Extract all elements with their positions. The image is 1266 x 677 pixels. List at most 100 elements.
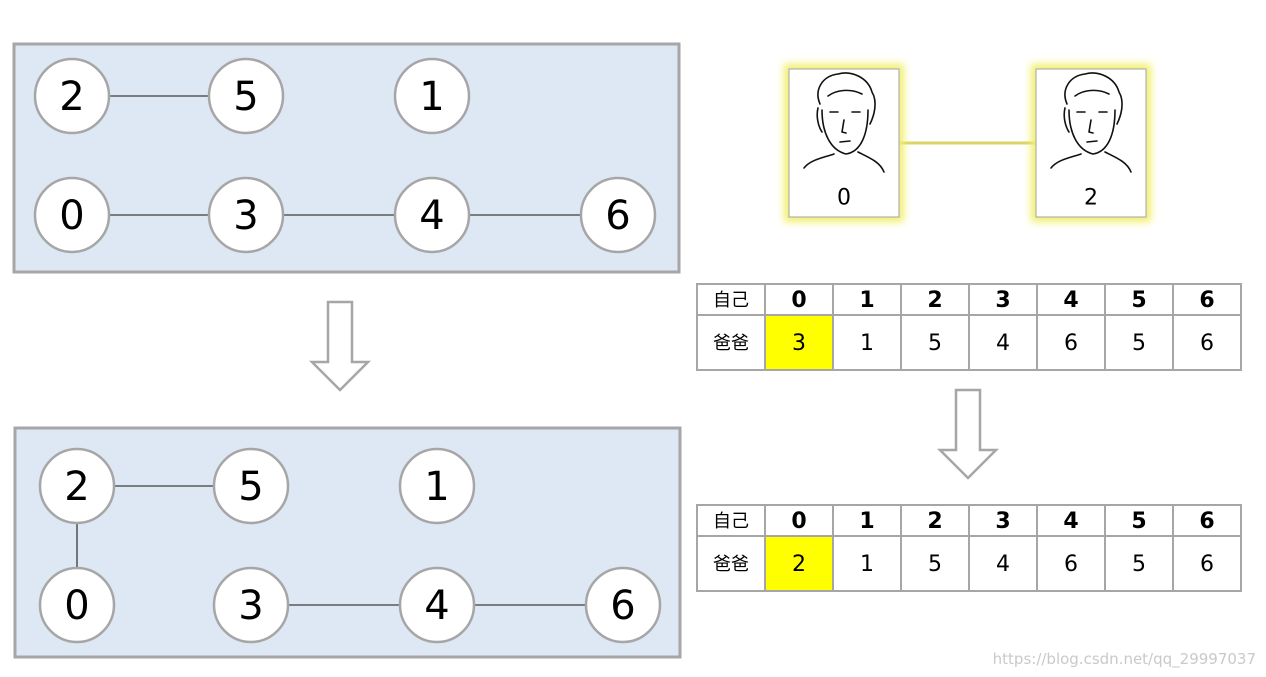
table-cell-highlighted: [764, 535, 834, 592]
table-parent-value: 5: [928, 331, 942, 356]
node-circle: [33, 176, 111, 254]
table-parent-value: 6: [1200, 552, 1214, 577]
node-circle: [398, 566, 476, 644]
table-parent-value: 1: [860, 552, 874, 577]
node-label: 4: [424, 583, 449, 629]
table-cell-highlighted: [764, 314, 834, 371]
node-circle: [207, 176, 285, 254]
node-label: 2: [64, 464, 89, 510]
person-sketch-icon: [803, 72, 885, 173]
row-label-self: 自己: [713, 290, 749, 311]
card-frame: [1035, 68, 1147, 218]
graph-node-6: 6: [579, 176, 657, 254]
node-circle: [212, 447, 290, 525]
graph-node-2: 2: [33, 57, 111, 135]
table-parent-value: 5: [1132, 331, 1146, 356]
panel-background: [13, 426, 682, 659]
graph-node-4: 4: [393, 176, 471, 254]
person-label: 2: [1084, 186, 1098, 211]
graph-node-2: 2: [38, 447, 116, 525]
node-label: 3: [233, 193, 258, 239]
node-circle: [398, 447, 476, 525]
table-cell: [1172, 314, 1242, 371]
table-parent-value: 6: [1064, 331, 1078, 356]
node-label: 0: [59, 193, 84, 239]
node-circle: [584, 566, 662, 644]
node-label: 6: [605, 193, 630, 239]
node-circle: [579, 176, 657, 254]
node-label: 2: [59, 74, 84, 120]
table-cell: [900, 535, 970, 592]
table-parent-value: 5: [928, 552, 942, 577]
table-parent-value: 2: [792, 552, 806, 577]
graph-node-5: 5: [212, 447, 290, 525]
node-label: 5: [238, 464, 263, 510]
table-parent-value: 4: [996, 331, 1010, 356]
graph-node-4: 4: [398, 566, 476, 644]
node-layer: 2 5 1 0 3 4 6: [38, 447, 662, 644]
node-circle: [38, 566, 116, 644]
table-header-index: 3: [995, 509, 1010, 534]
row-label-parent: 爸爸: [713, 554, 749, 575]
table-cell: [968, 535, 1038, 592]
table-header-cell: [832, 504, 902, 537]
node-circle: [207, 57, 285, 135]
graph-node-6: 6: [584, 566, 662, 644]
node-label: 5: [233, 74, 258, 120]
table-header-index: 6: [1199, 288, 1214, 313]
node-circle: [38, 447, 116, 525]
table-header-index: 0: [791, 288, 806, 313]
watermark-text: https://blog.csdn.net/qq_29997037: [993, 650, 1256, 669]
person-card-0: 0: [784, 64, 904, 222]
table-header-index: 4: [1063, 288, 1078, 313]
table-parent-value: 6: [1200, 331, 1214, 356]
table-header-index: 4: [1063, 509, 1078, 534]
table-parent-value: 1: [860, 331, 874, 356]
node-circle: [212, 566, 290, 644]
node-label: 3: [238, 583, 263, 629]
node-label: 6: [610, 583, 635, 629]
node-label: 1: [424, 464, 449, 510]
person-sketch-icon: [1050, 72, 1132, 173]
person-card-2: 2: [1031, 64, 1151, 222]
table-parent-value: 3: [792, 331, 806, 356]
table-cell: [900, 314, 970, 371]
people-group: 0 2: [784, 64, 1151, 222]
down-arrow-right: [936, 388, 1000, 480]
table-header-index: 3: [995, 288, 1010, 313]
node-layer: 2 5 1 0 3 4 6: [33, 57, 657, 254]
node-label: 0: [64, 583, 89, 629]
person-label: 0: [837, 186, 851, 211]
down-arrow-left: [308, 300, 372, 392]
graph-node-0: 0: [33, 176, 111, 254]
table-cell: [1036, 535, 1106, 592]
graph-node-0: 0: [38, 566, 116, 644]
table-header-index: 2: [927, 288, 942, 313]
table-header-index: 1: [859, 509, 874, 534]
card-frame: [788, 68, 900, 218]
graph-node-5: 5: [207, 57, 285, 135]
table-cell: [1104, 535, 1174, 592]
node-circle: [393, 57, 471, 135]
graph-node-1: 1: [398, 447, 476, 525]
graph-node-1: 1: [393, 57, 471, 135]
node-circle: [393, 176, 471, 254]
table-header-index: 1: [859, 288, 874, 313]
table-header-index: 2: [927, 509, 942, 534]
table-header-index: 5: [1131, 288, 1146, 313]
graph-node-3: 3: [207, 176, 285, 254]
table-cell: [1172, 535, 1242, 592]
table-parent-value: 4: [996, 552, 1010, 577]
table-cell: [832, 535, 902, 592]
table-header-cell: [968, 504, 1038, 537]
node-circle: [33, 57, 111, 135]
graph-panel-after: 2 5 1 0 3 4 6: [13, 426, 682, 659]
table-cell: [1104, 314, 1174, 371]
graph-node-3: 3: [212, 566, 290, 644]
table-cell: [696, 535, 766, 592]
table-header-index: 5: [1131, 509, 1146, 534]
table-parent-value: 6: [1064, 552, 1078, 577]
